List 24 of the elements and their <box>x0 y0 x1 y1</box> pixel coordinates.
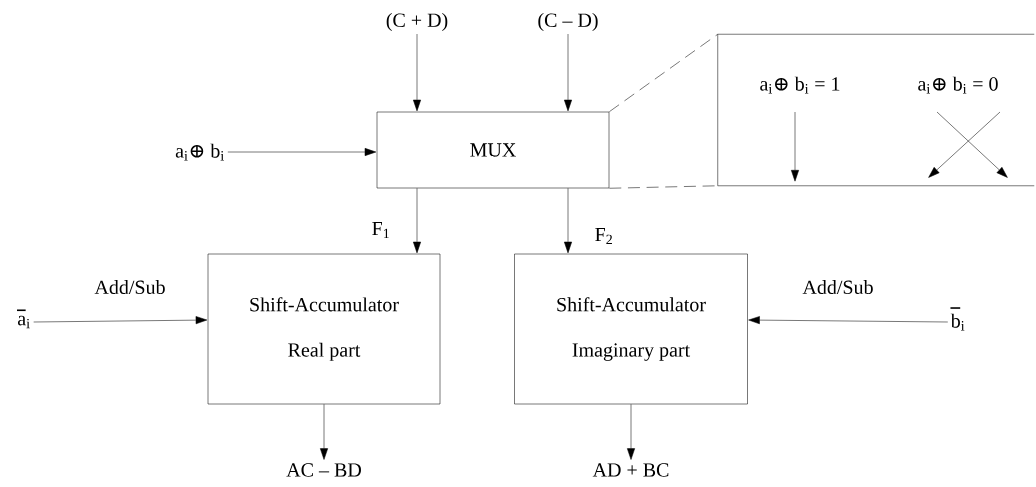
arrow <box>627 404 635 460</box>
edge-label: F$_{1}$ <box>372 222 389 238</box>
input-label: (C – D) <box>538 12 598 32</box>
input-label: AC – BD <box>286 463 361 477</box>
edge-label: Add/Sub <box>802 280 873 295</box>
input-label: (C + D) <box>386 12 448 32</box>
input-label: a$_{i}$ <box>16 309 30 329</box>
process-box: Shift-Accumulator Imaginary part <box>514 253 748 405</box>
process-box: MUX <box>376 111 610 189</box>
process-box: Shift-Accumulator Real part <box>207 253 441 405</box>
input-label: b$_{i}$ <box>949 307 965 331</box>
arrow <box>227 148 377 156</box>
input-label: a$_{i}$⊕ b$_{i}$ <box>175 143 224 161</box>
edge-label: F$_{2}$ <box>595 228 612 244</box>
arrow <box>320 404 328 460</box>
arrow <box>564 33 572 112</box>
inset-box: a$_{i}$⊕ b$_{i}$ = 1 a$_{i}$⊕ b$_{i}$ = 0 <box>717 33 1035 187</box>
arrow <box>413 33 421 112</box>
arrow <box>748 316 949 325</box>
input-label: AD + BC <box>592 463 669 477</box>
arrow <box>413 188 421 254</box>
edge-label: Add/Sub <box>94 280 165 295</box>
arrow <box>33 316 208 325</box>
arrow <box>564 188 572 254</box>
